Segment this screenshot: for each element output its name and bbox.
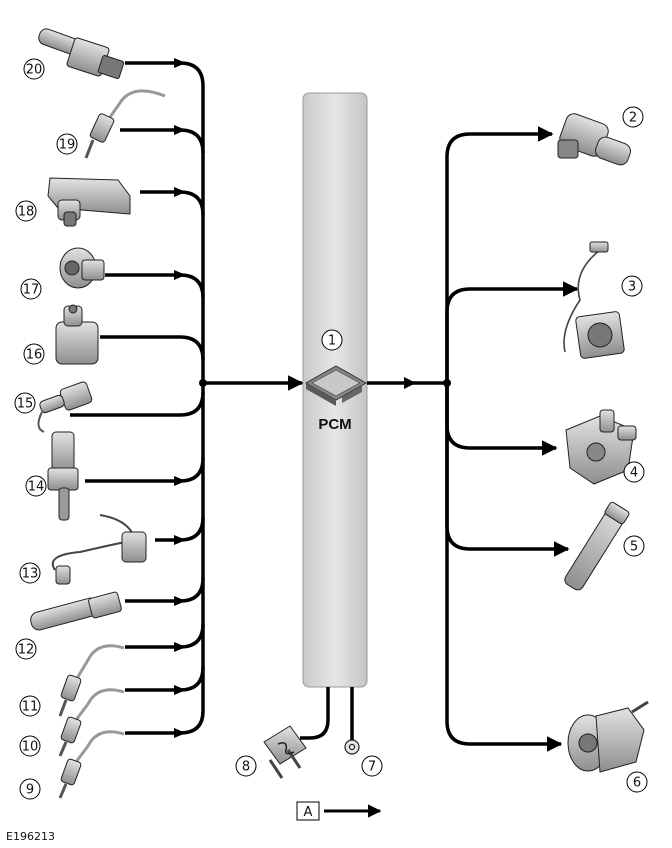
callout-4: 4	[630, 466, 638, 481]
callout-12: 12	[18, 643, 35, 658]
callout-circle-10	[19, 735, 41, 757]
callout-circle-5	[623, 535, 645, 557]
pcm-label: PCM	[318, 416, 351, 433]
sensor-11-icon	[58, 644, 125, 717]
callout-circle-8	[235, 755, 257, 777]
callout-circle-17	[20, 278, 42, 300]
callout-circle-20	[23, 58, 45, 80]
input-junction	[199, 379, 207, 387]
fuse-8-icon	[263, 725, 307, 779]
legend-key: A	[304, 805, 313, 820]
callout-19: 19	[59, 138, 76, 153]
callout-circles	[14, 58, 648, 800]
sensor-10-icon	[58, 688, 125, 757]
callout-circle-19	[56, 133, 78, 155]
sensor-14-icon	[47, 431, 79, 521]
callout-circle-13	[19, 562, 41, 584]
callout-numbers: 20 19 18 17 16 15 14 13 12 11 10 9 1 2 3…	[17, 63, 641, 798]
sensor-16-icon	[55, 304, 99, 365]
actuator-4-icon	[565, 409, 637, 485]
actuator-5-icon	[564, 501, 630, 591]
actuator-6-icon	[567, 700, 649, 773]
callout-circle-16	[23, 343, 45, 365]
callout-1: 1	[328, 334, 336, 349]
legend-key-box	[296, 801, 320, 821]
input-wiring	[70, 61, 304, 735]
sensor-12-icon	[30, 591, 122, 631]
output-junction	[443, 379, 451, 387]
callout-circle-12	[15, 638, 37, 660]
callout-5: 5	[630, 540, 638, 555]
actuator-3-icon	[563, 241, 625, 359]
output-midarrow	[404, 377, 416, 389]
sensor-17-icon	[59, 247, 105, 289]
output-wiring	[367, 126, 579, 752]
callout-17: 17	[23, 283, 40, 298]
supply-wiring	[300, 687, 354, 740]
actuator-2-icon	[557, 113, 631, 166]
callout-6: 6	[633, 776, 641, 791]
callout-15: 15	[17, 397, 34, 412]
sensor-18-icon	[47, 177, 131, 227]
callout-circle-9	[19, 778, 41, 800]
sensor-19-icon	[84, 89, 166, 159]
callout-18: 18	[18, 205, 35, 220]
callout-7: 7	[368, 760, 376, 775]
callout-11: 11	[22, 700, 39, 715]
callout-circle-18	[15, 200, 37, 222]
callout-circle-15	[14, 392, 36, 414]
pcm-chip-icon	[304, 365, 368, 406]
callout-8: 8	[242, 760, 250, 775]
callout-16: 16	[26, 348, 43, 363]
input-arrowheads	[174, 58, 186, 738]
callout-14: 14	[28, 480, 45, 495]
callout-circle-1	[321, 329, 343, 351]
callout-circle-2	[622, 106, 644, 128]
callout-20: 20	[26, 63, 43, 78]
ground-7-icon	[344, 739, 360, 755]
sensor-20-icon	[38, 28, 125, 79]
callout-3: 3	[628, 280, 636, 295]
sensor-15-icon	[37, 381, 93, 433]
callout-circle-7	[361, 755, 383, 777]
callout-2: 2	[629, 111, 637, 126]
callout-13: 13	[22, 567, 39, 582]
sensor-13-icon	[51, 514, 147, 585]
figure-id: E196213	[6, 830, 55, 843]
callout-9: 9	[26, 783, 34, 798]
sensor-9-icon	[58, 730, 125, 799]
callout-circle-3	[621, 275, 643, 297]
callout-circle-11	[19, 695, 41, 717]
callout-circle-6	[626, 771, 648, 793]
callout-circle-4	[623, 461, 645, 483]
callout-10: 10	[22, 740, 39, 755]
callout-circle-14	[25, 475, 47, 497]
